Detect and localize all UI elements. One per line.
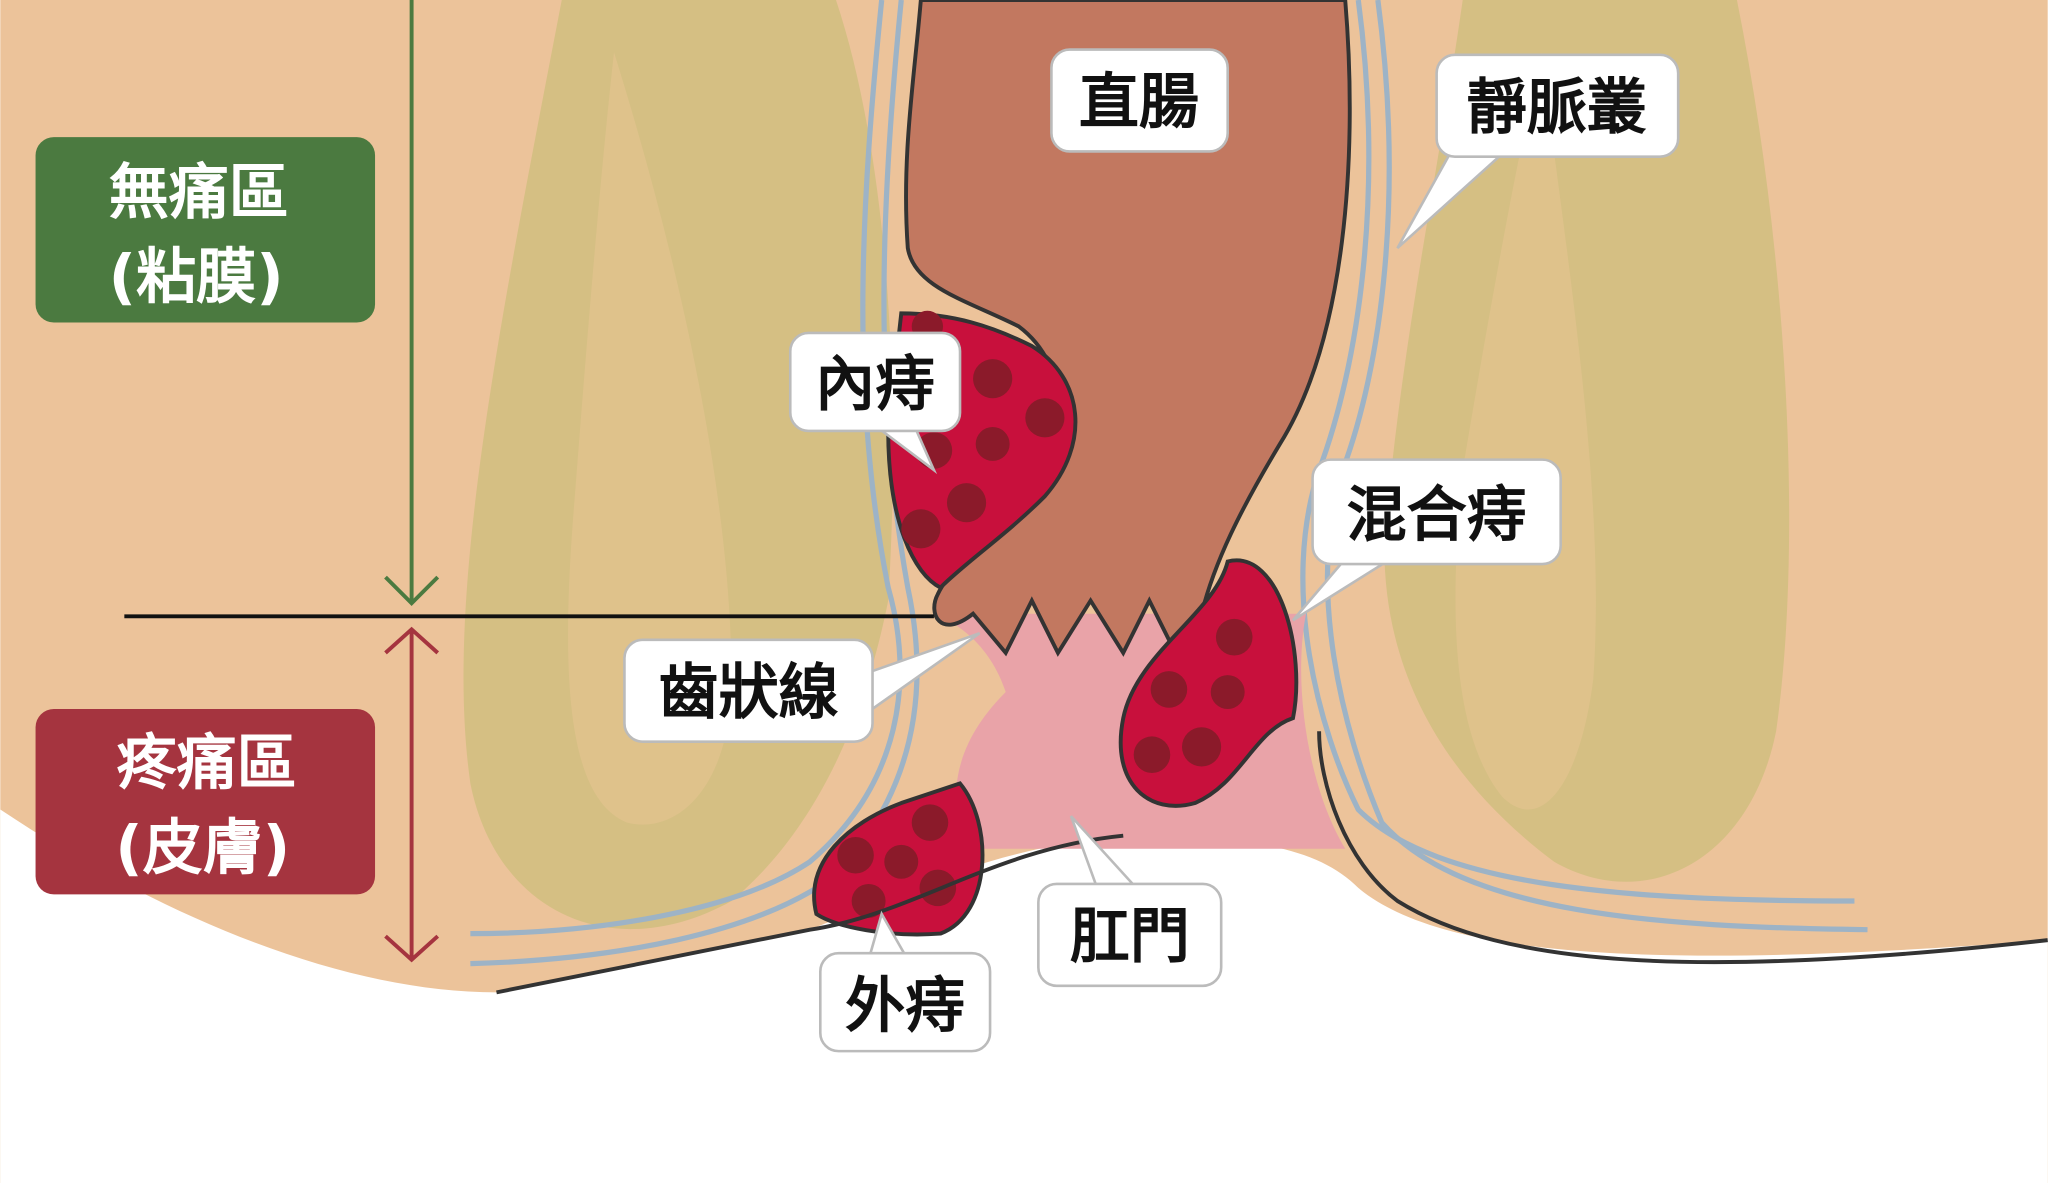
painless-zone-arrow [384,0,440,607]
label-venous-plexus: 靜脈叢 [1467,73,1647,143]
painful-zone-title: 疼痛區 [117,728,297,798]
mixed-hemorrhoid-spots [1133,618,1253,773]
label-dentate-line: 齒狀線 [658,658,838,728]
callout-mixed-hemorrhoid: 混合痔 [1291,458,1562,622]
callout-dentate-line: 齒狀線 [623,632,981,743]
label-anus: 肛門 [1070,902,1190,972]
painless-zone-title: 無痛區 [109,158,289,228]
label-external-hemorrhoid: 外痔 [845,971,965,1041]
painless-zone-box: 無痛區 (粘膜) [35,137,376,323]
painful-zone-subtitle: (皮膚) [115,813,290,883]
exterior-area [0,809,2048,1183]
callout-rectum: 直腸 [1050,48,1230,153]
label-rectum: 直腸 [1079,68,1199,138]
external-hemorrhoid-spots [837,804,957,918]
callout-venous-plexus: 靜脈叢 [1396,53,1680,250]
painless-zone-subtitle: (粘膜) [109,243,284,313]
painful-zone-box: 疼痛區 (皮膚) [35,709,376,895]
callout-internal-hemorrhoid: 內痔 [788,331,962,475]
painful-zone-arrow [384,626,440,963]
venous-plexus [470,0,1868,967]
label-internal-hemorrhoid: 內痔 [815,350,935,420]
body-outline [496,731,2048,995]
rectum [904,0,1352,657]
label-mixed-hemorrhoid: 混合痔 [1347,480,1527,550]
callout-external-hemorrhoid: 外痔 [818,910,992,1053]
right-inner-muscle [1455,52,1596,810]
left-inner-muscle [568,52,732,825]
callout-anus: 肛門 [1037,815,1223,988]
